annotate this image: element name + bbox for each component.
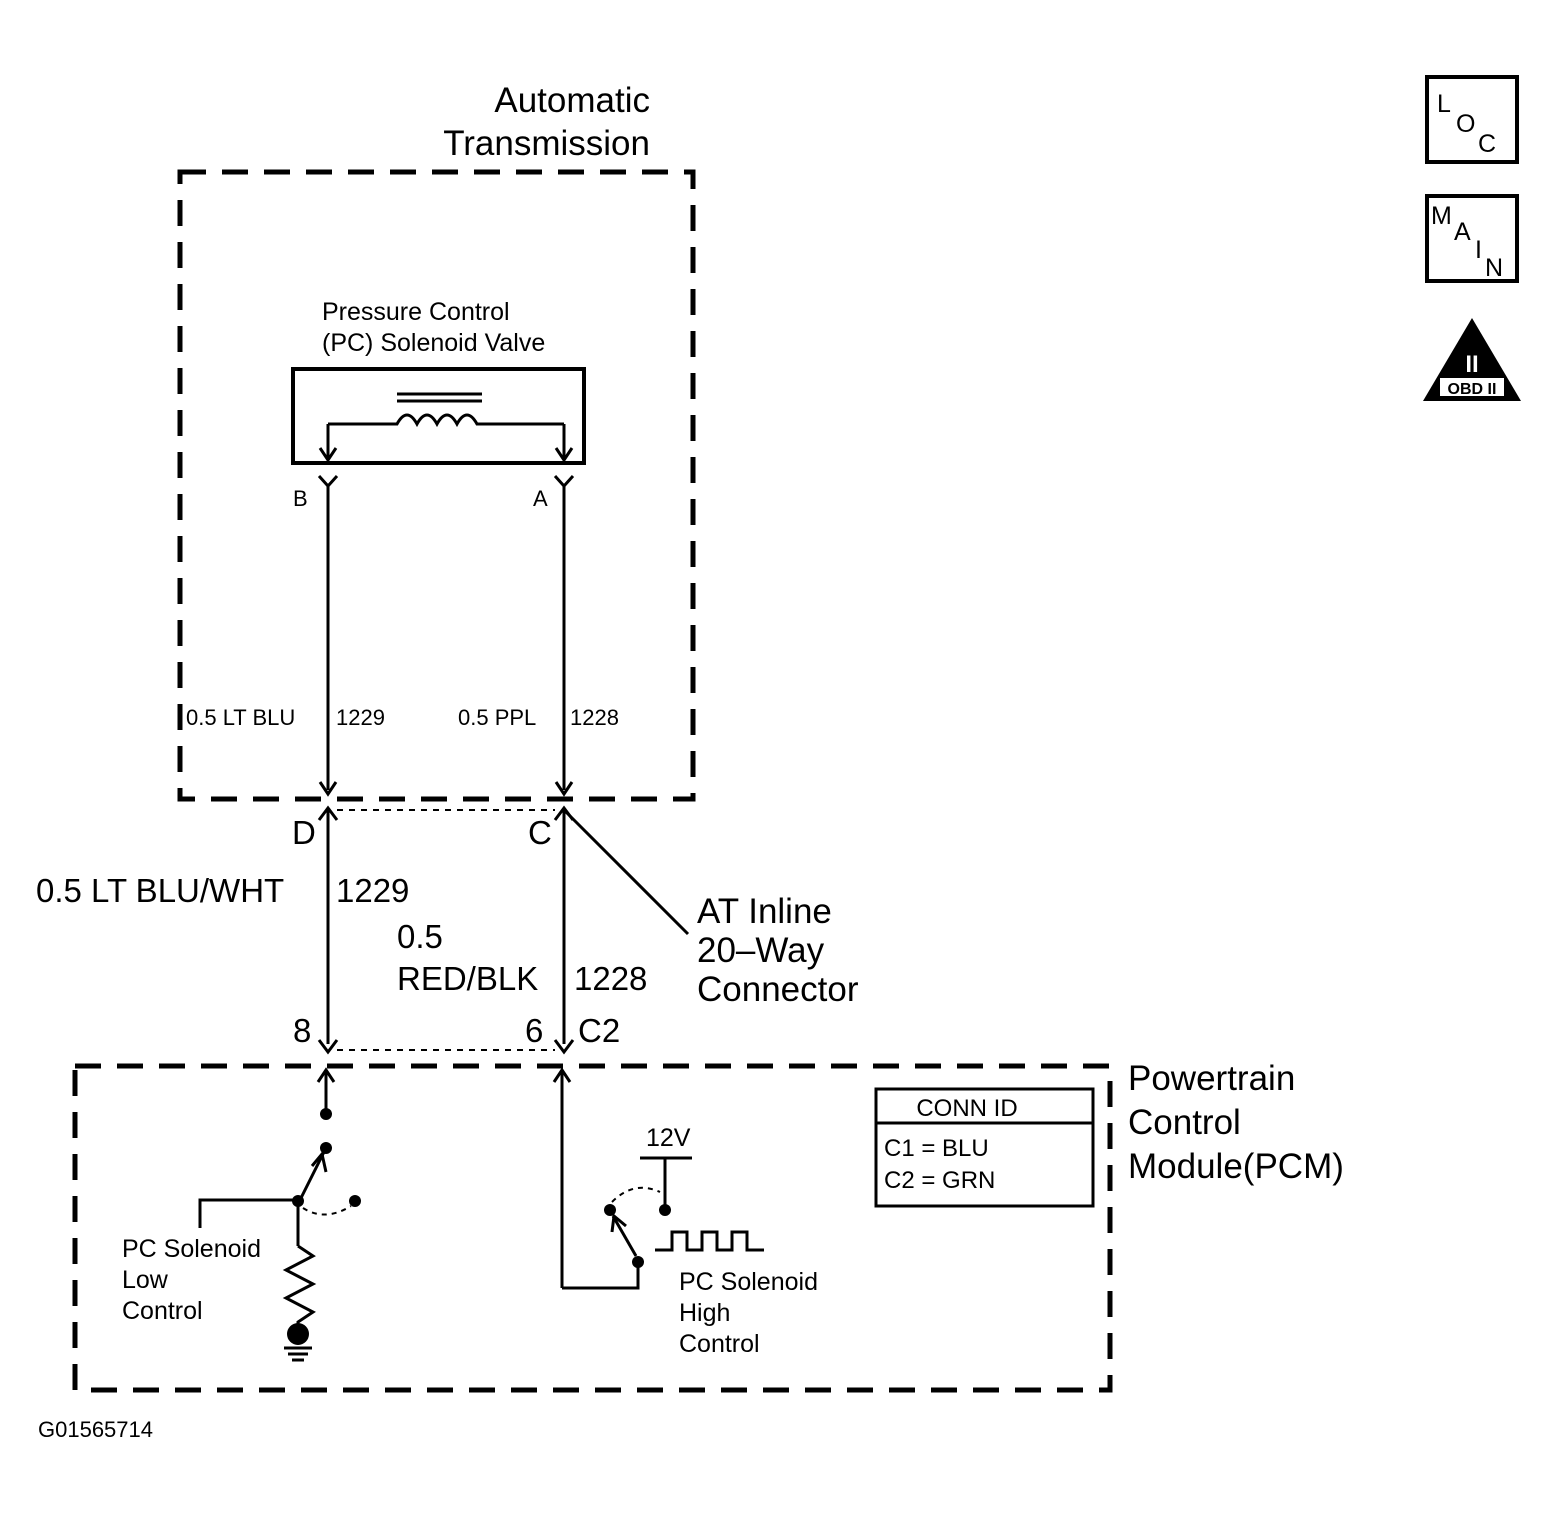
solenoid-label-line2: (PC) Solenoid Valve [322, 329, 545, 357]
svg-text:M: M [1431, 202, 1452, 230]
conn-id-header: CONN ID [916, 1095, 1017, 1122]
pin-d-label: D [292, 814, 316, 851]
svg-text:N: N [1485, 254, 1503, 282]
high-control-circuit [552, 1067, 764, 1290]
loc-icon: L O C [1425, 75, 1519, 164]
transmission-boundary [177, 169, 696, 802]
pcm-connector-id: C2 [578, 1012, 620, 1049]
pin-b-symbol [317, 474, 339, 489]
conn-id-row2: C2 = GRN [884, 1167, 995, 1194]
wire-right-circuit: 1228 [570, 705, 619, 730]
low-control-circuit [198, 1067, 361, 1362]
transmission-title-line1: Automatic [494, 81, 650, 120]
svg-text:A: A [1454, 218, 1471, 246]
harness-right-wire-line2: RED/BLK [397, 960, 538, 997]
pin-a-symbol [553, 474, 575, 489]
harness-left-circuit: 1229 [336, 872, 409, 909]
pcm-title-line1: Powertrain [1128, 1059, 1295, 1098]
conn-id-row1: C1 = BLU [884, 1135, 989, 1162]
svg-text:OBD II: OBD II [1448, 381, 1497, 398]
pin-6-symbol [553, 1039, 575, 1055]
high-control-label-line3: Control [679, 1330, 760, 1358]
main-icon: M A I N [1425, 194, 1519, 283]
wire-right-color: 0.5 PPL [458, 705, 536, 730]
pin-a-label: A [533, 486, 548, 511]
pcm-title-line2: Control [1128, 1103, 1241, 1142]
harness-right-wire-line1: 0.5 [397, 918, 443, 955]
low-control-label-line3: Control [122, 1297, 203, 1325]
svg-text:I: I [1475, 236, 1482, 264]
inline-connector-label-line1: AT Inline [697, 892, 832, 931]
svg-text:C: C [1478, 130, 1496, 158]
high-control-label-line1: PC Solenoid [679, 1268, 818, 1296]
transmission-title-line2: Transmission [443, 124, 650, 163]
wire-left-circuit: 1229 [336, 705, 385, 730]
inline-connector-leader [564, 810, 690, 936]
conn-id-table [874, 1087, 1095, 1208]
supply-label: 12V [646, 1124, 691, 1152]
pcm-pin-8: 8 [293, 1012, 311, 1049]
high-control-label-line2: High [679, 1299, 730, 1327]
svg-text:II: II [1465, 351, 1478, 378]
obd-ii-icon: II OBD II [1423, 318, 1521, 401]
solenoid-label-line1: Pressure Control [322, 298, 510, 326]
pcm-boundary [72, 1063, 1113, 1393]
low-control-label-line2: Low [122, 1266, 169, 1294]
harness-left-wire: 0.5 LT BLU/WHT [36, 872, 284, 909]
svg-text:L: L [1437, 90, 1451, 118]
inline-connector-label-line3: Connector [697, 970, 859, 1009]
pc-solenoid-valve [291, 367, 586, 465]
low-control-label-line1: PC Solenoid [122, 1235, 261, 1263]
pin-8-symbol [317, 1039, 339, 1055]
pin-b-label: B [293, 486, 308, 511]
inline-connector-label-line2: 20–Way [697, 931, 825, 970]
pcm-title-line3: Module(PCM) [1128, 1147, 1344, 1186]
harness-right-circuit: 1228 [574, 960, 647, 997]
pin-d-symbol [317, 805, 339, 821]
svg-text:O: O [1456, 110, 1475, 138]
figure-id: G01565714 [38, 1417, 153, 1442]
pcm-pin-6: 6 [525, 1012, 543, 1049]
wire-left-color: 0.5 LT BLU [186, 705, 295, 730]
pin-c-label: C [528, 814, 552, 851]
